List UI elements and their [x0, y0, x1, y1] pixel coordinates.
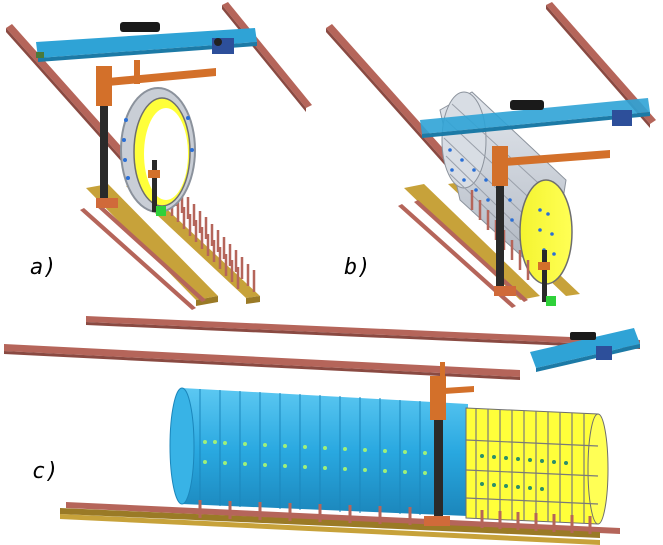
ring-frames-c [465, 407, 609, 525]
lower-rail-b1 [398, 204, 516, 308]
panel-a: a) [6, 2, 312, 310]
rail-top-c2 [4, 344, 520, 377]
panel-b: b) [326, 2, 656, 308]
panel-label-c: c) [32, 459, 59, 484]
crane-beam-a [36, 22, 257, 62]
panel-label-b: b) [344, 255, 371, 280]
ring-module-a [120, 87, 196, 213]
column-manipulator-c [424, 362, 474, 526]
barrel-assembly-c [169, 387, 468, 516]
panel-c: c) [4, 316, 640, 545]
panel-label-a: a) [30, 255, 57, 280]
rail-right-a [222, 2, 312, 112]
crane-motor-c [596, 346, 612, 360]
column-manipulator-b [492, 146, 610, 296]
crane-trolley-a [120, 22, 160, 32]
column-manipulator-a [96, 60, 216, 208]
crane-trolley-b [510, 100, 544, 110]
crane-motor-b [612, 110, 632, 126]
base-c [60, 514, 600, 545]
lower-rail-a2 [96, 204, 206, 302]
crane-beam-b [420, 98, 650, 138]
rail-right-b [546, 2, 656, 128]
rail-top-c1 [86, 316, 640, 346]
support-posts-c [198, 500, 592, 534]
crane-beam-c [530, 328, 640, 372]
lift-column-a [148, 160, 166, 216]
lower-rail-a1 [80, 208, 196, 310]
crane-trolley-c [570, 332, 596, 340]
lift-column-b [538, 250, 556, 306]
